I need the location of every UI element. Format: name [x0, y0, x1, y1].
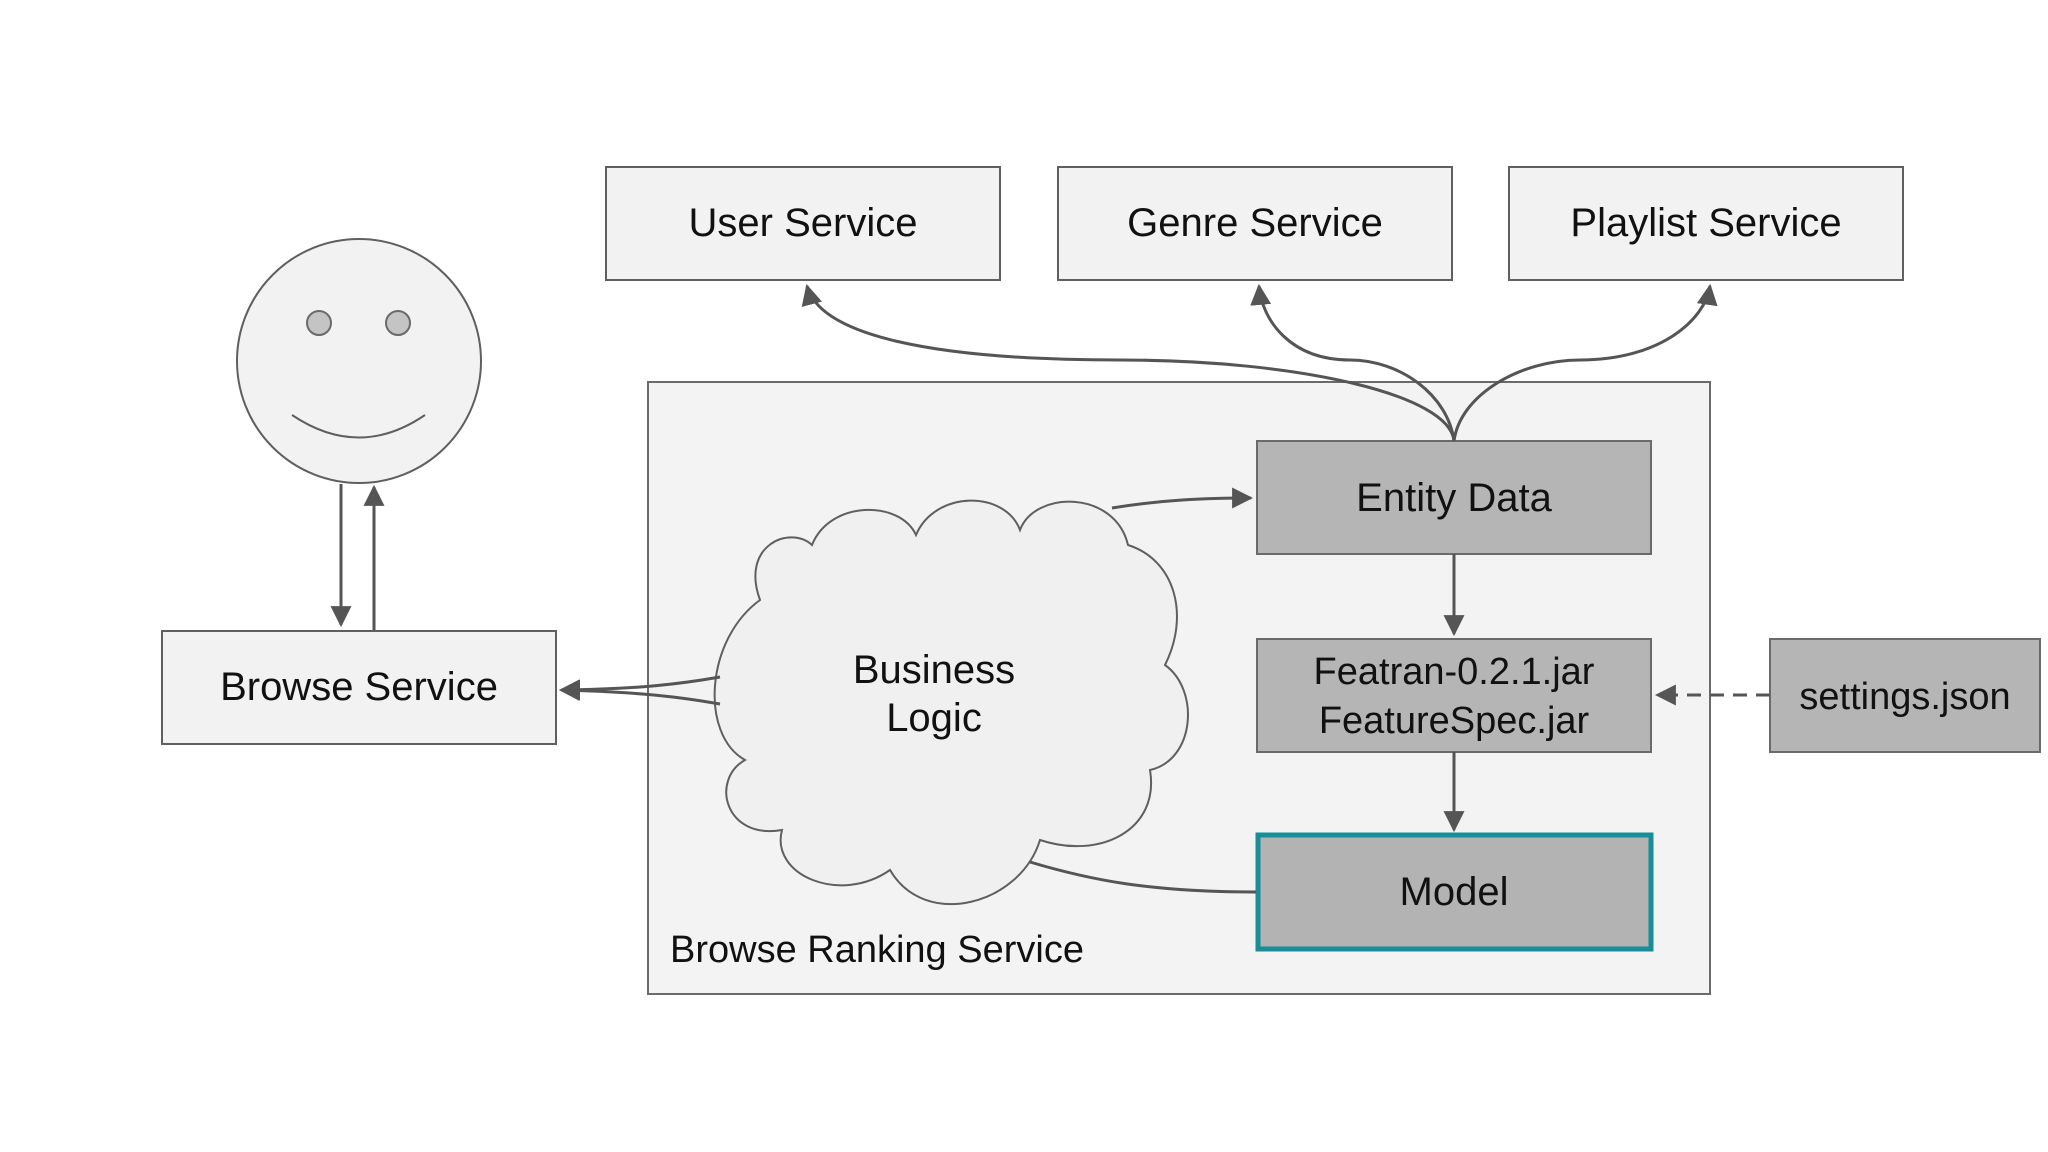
- playlist-service-label: Playlist Service: [1570, 201, 1841, 245]
- right-eye: [385, 310, 411, 336]
- settings-json-box: settings.json: [1769, 638, 2041, 753]
- jars-line1: Featran-0.2.1.jar: [1314, 651, 1595, 693]
- user-service-box: User Service: [605, 166, 1001, 281]
- arrow-entity-to-playlist-service: [1452, 283, 1718, 442]
- cloud-icon: Business Logic: [713, 499, 1189, 906]
- genre-service-label: Genre Service: [1127, 201, 1383, 245]
- left-eye: [306, 310, 332, 336]
- jars-box: Featran-0.2.1.jar FeatureSpec.jar: [1256, 638, 1652, 753]
- playlist-service-box: Playlist Service: [1508, 166, 1904, 281]
- arrow-logic-to-browse-lower: [558, 679, 721, 706]
- smile: [291, 414, 426, 439]
- user-service-label: User Service: [689, 201, 918, 245]
- genre-service-box: Genre Service: [1057, 166, 1453, 281]
- smiley-face-icon: [236, 238, 482, 484]
- arrow-entity-to-genre-service: [1250, 283, 1456, 442]
- entity-data-label: Entity Data: [1356, 476, 1552, 520]
- business-logic-line2: Logic: [886, 696, 982, 740]
- model-label: Model: [1400, 870, 1509, 914]
- settings-json-label: settings.json: [1799, 676, 2010, 718]
- arrow-logic-to-entity: [1111, 487, 1254, 510]
- model-box: Model: [1255, 832, 1654, 952]
- arrow-entity-to-user-service: [801, 283, 1456, 442]
- browse-service-label: Browse Service: [220, 665, 498, 709]
- connector-model-to-logic: [1029, 860, 1257, 894]
- browse-service-box: Browse Service: [161, 630, 557, 745]
- entity-data-box: Entity Data: [1256, 440, 1652, 555]
- browse-ranking-service-label: Browse Ranking Service: [670, 929, 1084, 971]
- business-logic-line1: Business: [853, 648, 1015, 692]
- jars-line2: FeatureSpec.jar: [1319, 700, 1590, 742]
